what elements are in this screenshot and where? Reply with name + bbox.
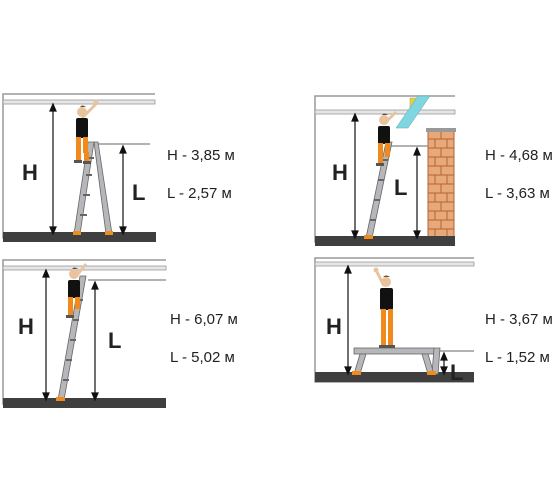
brick-wall-icon [426, 128, 456, 239]
ceiling [2, 99, 156, 105]
height-value: H - 6,07 м [170, 311, 238, 328]
scenario-illustration [314, 95, 456, 246]
height-value: H - 4,68 м [485, 147, 553, 164]
ladder-length-dimension-arrow [413, 146, 421, 240]
height-dimension-arrow [344, 264, 352, 376]
height-label: H [22, 160, 38, 185]
height-dimension-arrow [49, 102, 57, 236]
floor [315, 236, 455, 246]
scenario-panel-leaning-ladder: H L H - 6,07 м L - 5,02 м [0, 252, 280, 504]
length-value: L - 1,52 м [485, 349, 550, 366]
height-dimension-arrow [42, 268, 50, 402]
ladder-icon [352, 347, 441, 375]
height-value: H - 3,85 м [167, 147, 235, 164]
ceiling [314, 261, 475, 267]
floor [315, 372, 474, 382]
scenario-panel-wall-ladder: H L H - 4,68 м L - 3,63 м [280, 0, 560, 252]
height-label: H [332, 160, 348, 185]
ladder-length-dimension-arrow [440, 351, 448, 376]
scenario-illustration [2, 93, 156, 242]
height-label: H [326, 314, 342, 339]
scenario-panel-platform: H L H - 3,67 м L - 1,52 м [280, 252, 560, 504]
worker-figure-icon [373, 267, 395, 348]
length-label: L [450, 360, 464, 385]
floor [3, 232, 156, 242]
height-value: H - 3,67 м [485, 311, 553, 328]
height-dimension-arrow [351, 112, 359, 240]
length-value: L - 2,57 м [167, 185, 232, 202]
scenario-panel-stepladder: H L H - 3,85 м L - 2,57 м [0, 0, 280, 252]
length-value: L - 3,63 м [485, 185, 550, 202]
scenario-illustration [314, 257, 475, 383]
length-label: L [108, 328, 122, 353]
height-label: H [18, 314, 34, 339]
worker-figure-icon [66, 263, 88, 318]
floor [3, 398, 166, 408]
length-label: L [394, 175, 408, 200]
ladder-length-dimension-arrow [119, 144, 127, 236]
scenario-illustration [2, 259, 167, 408]
ceiling-lamp-icon [395, 95, 431, 129]
ladder-length-dimension-arrow [91, 280, 99, 402]
ladder-icon [73, 141, 113, 235]
worker-figure-icon [74, 99, 99, 164]
ceiling [314, 109, 456, 115]
length-value: L - 5,02 м [170, 349, 235, 366]
worker-figure-icon [376, 110, 398, 166]
length-label: L [132, 180, 146, 205]
